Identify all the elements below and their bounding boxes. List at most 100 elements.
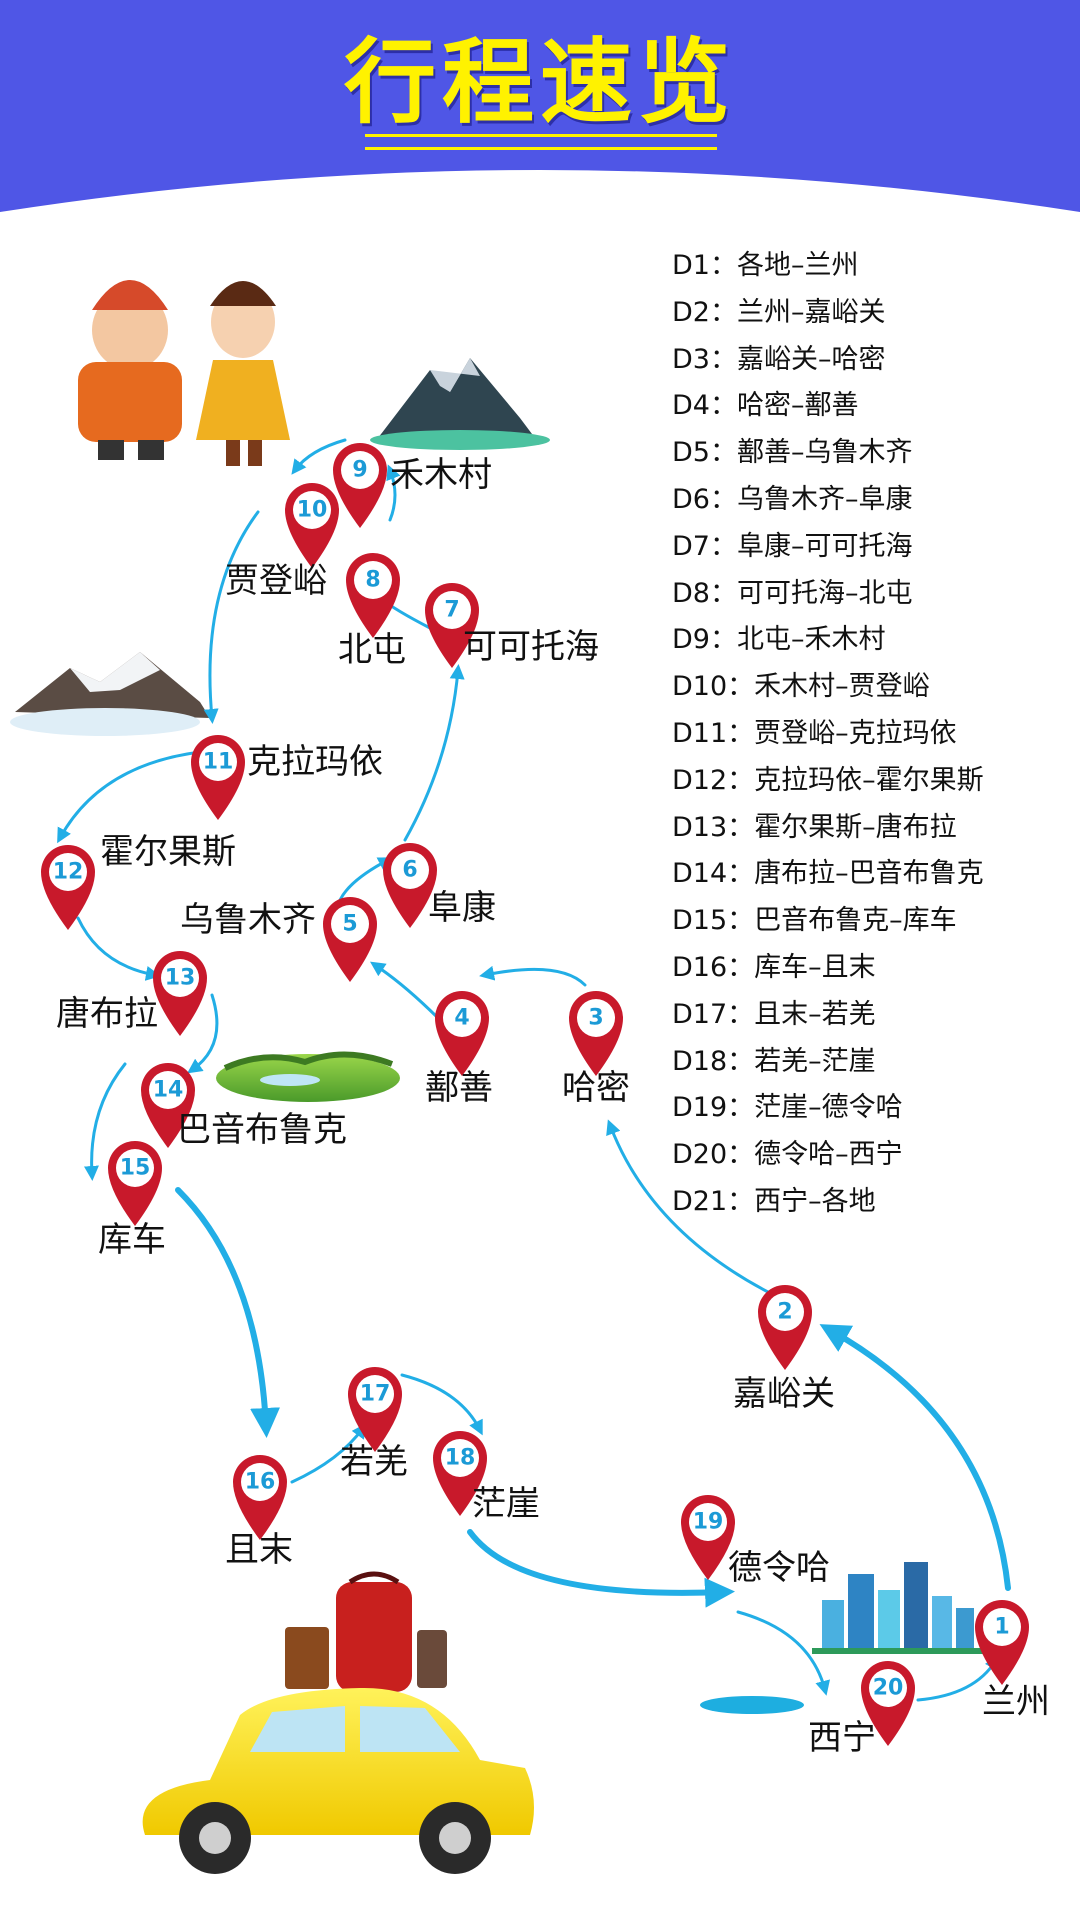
route-arrow bbox=[467, 1529, 735, 1608]
map-pin: 19 bbox=[681, 1495, 735, 1580]
itinerary-route: 且末–若羌 bbox=[754, 998, 876, 1030]
itinerary-item: D16：库车–且末 bbox=[672, 945, 984, 992]
map-pin: 9 bbox=[333, 443, 387, 528]
pin-number: 19 bbox=[693, 1510, 724, 1535]
itinerary-day: D9： bbox=[672, 624, 737, 656]
route-arrow bbox=[386, 464, 401, 522]
itinerary-route: 鄯善–乌鲁木齐 bbox=[736, 437, 913, 469]
itinerary-route: 西宁–各地 bbox=[754, 1185, 876, 1217]
map-pin: 15 bbox=[108, 1141, 162, 1226]
itinerary-day: D19： bbox=[672, 1092, 755, 1124]
city-label-15: 库车 bbox=[98, 1220, 166, 1260]
route-arrow bbox=[400, 1373, 483, 1436]
page-title: 行程速览 bbox=[343, 29, 736, 136]
itinerary-route: 霍尔果斯–唐布拉 bbox=[754, 811, 957, 843]
route-arrows bbox=[57, 438, 1011, 1702]
route-arrow bbox=[187, 993, 219, 1074]
itinerary-item: D14：唐布拉–巴音布鲁克 bbox=[672, 851, 984, 898]
itinerary-item: D1：各地–兰州 bbox=[672, 243, 984, 290]
map-pin: 6 bbox=[383, 843, 437, 928]
city-label-10: 贾登峪 bbox=[225, 561, 327, 601]
map-pin: 11 bbox=[191, 735, 245, 820]
map-pin: 5 bbox=[323, 897, 377, 982]
pin-number: 8 bbox=[365, 568, 380, 593]
map-pin: 7 bbox=[425, 583, 479, 668]
itinerary-item: D20：德令哈–西宁 bbox=[672, 1132, 984, 1179]
map-pin: 4 bbox=[435, 991, 489, 1076]
city-label-7: 可可托海 bbox=[463, 627, 599, 667]
route-arrow bbox=[83, 1062, 127, 1181]
itinerary-day: D10： bbox=[672, 671, 755, 703]
itinerary-route: 若羌–茫崖 bbox=[754, 1045, 876, 1077]
itinerary-item: D3：嘉峪关–哈密 bbox=[672, 337, 984, 384]
map-pin: 3 bbox=[569, 991, 623, 1076]
itinerary-item: D15：巴音布鲁克–库车 bbox=[672, 898, 984, 945]
itinerary-item: D6：乌鲁木齐–阜康 bbox=[672, 477, 984, 524]
itinerary-route: 乌鲁木齐–阜康 bbox=[736, 483, 913, 515]
pin-number: 16 bbox=[245, 1470, 276, 1495]
pin-number: 13 bbox=[165, 966, 196, 991]
itinerary-item: D8：可可托海–北屯 bbox=[672, 571, 984, 618]
route-arrow bbox=[370, 961, 442, 1022]
itinerary-item: D12：克拉玛依–霍尔果斯 bbox=[672, 758, 984, 805]
map-pin: 12 bbox=[41, 845, 95, 930]
city-label-11: 克拉玛依 bbox=[247, 742, 383, 782]
city-label-14: 巴音布鲁克 bbox=[177, 1110, 347, 1150]
itinerary-route: 阜康–可可托海 bbox=[736, 530, 913, 562]
itinerary-day: D5： bbox=[672, 437, 737, 469]
pin-number: 12 bbox=[53, 860, 84, 885]
route-arrow bbox=[479, 965, 587, 987]
city-label-17: 若羌 bbox=[340, 1442, 408, 1482]
city-label-1: 兰州 bbox=[982, 1682, 1050, 1722]
itinerary-day: D20： bbox=[672, 1139, 755, 1171]
itinerary-day: D15： bbox=[672, 905, 755, 937]
lake-illustration bbox=[700, 1696, 804, 1714]
route-arrow bbox=[403, 664, 465, 842]
car-with-luggage-illustration bbox=[142, 1571, 534, 1874]
itinerary-route: 禾木村–贾登峪 bbox=[754, 671, 930, 703]
map-pin: 18 bbox=[433, 1431, 487, 1516]
snow-mountain-illustration bbox=[10, 652, 210, 736]
itinerary-item: D21：西宁–各地 bbox=[672, 1179, 984, 1226]
pin-number: 4 bbox=[454, 1006, 469, 1031]
map-pin: 2 bbox=[758, 1285, 812, 1370]
city-label-6: 阜康 bbox=[428, 888, 496, 928]
pin-number: 20 bbox=[873, 1676, 904, 1701]
mountain-illustration bbox=[370, 358, 550, 450]
route-arrow bbox=[736, 1610, 831, 1696]
pin-number: 14 bbox=[153, 1078, 184, 1103]
map-pin: 1 bbox=[975, 1600, 1029, 1685]
pin-number: 15 bbox=[120, 1156, 151, 1181]
itinerary-day: D14： bbox=[672, 858, 755, 890]
itinerary-day: D21： bbox=[672, 1185, 755, 1217]
route-arrow bbox=[175, 1187, 281, 1438]
itinerary-day: D11： bbox=[672, 717, 755, 749]
itinerary-item: D4：哈密–鄯善 bbox=[672, 383, 984, 430]
map-pin: 20 bbox=[861, 1661, 915, 1746]
route-arrow bbox=[606, 1119, 770, 1294]
pin-number: 18 bbox=[445, 1446, 476, 1471]
map-pin: 17 bbox=[348, 1367, 402, 1452]
itinerary-item: D13：霍尔果斯–唐布拉 bbox=[672, 805, 984, 852]
itinerary-day: D1： bbox=[672, 250, 737, 281]
itinerary-item: D2：兰州–嘉峪关 bbox=[672, 290, 984, 337]
map-pin: 14 bbox=[141, 1063, 195, 1148]
itinerary-day: D16： bbox=[672, 951, 755, 983]
pin-number: 6 bbox=[402, 858, 417, 883]
itinerary-day: D13： bbox=[672, 811, 755, 843]
city-label-16: 且末 bbox=[225, 1530, 293, 1570]
city-label-5: 乌鲁木齐 bbox=[180, 900, 316, 940]
grassland-illustration bbox=[216, 1051, 400, 1102]
itinerary-item: D10：禾木村–贾登峪 bbox=[672, 664, 984, 711]
pin-number: 1 bbox=[994, 1615, 1009, 1640]
pin-number: 2 bbox=[777, 1300, 792, 1325]
pin-number: 11 bbox=[203, 750, 234, 775]
city-skyline-illustration bbox=[812, 1562, 986, 1654]
itinerary-route: 贾登峪–克拉玛依 bbox=[754, 717, 957, 749]
route-arrow bbox=[57, 750, 202, 844]
itinerary-day: D7： bbox=[672, 530, 737, 562]
city-label-18: 茫崖 bbox=[472, 1484, 540, 1524]
itinerary-route: 北屯–禾木村 bbox=[736, 624, 886, 656]
